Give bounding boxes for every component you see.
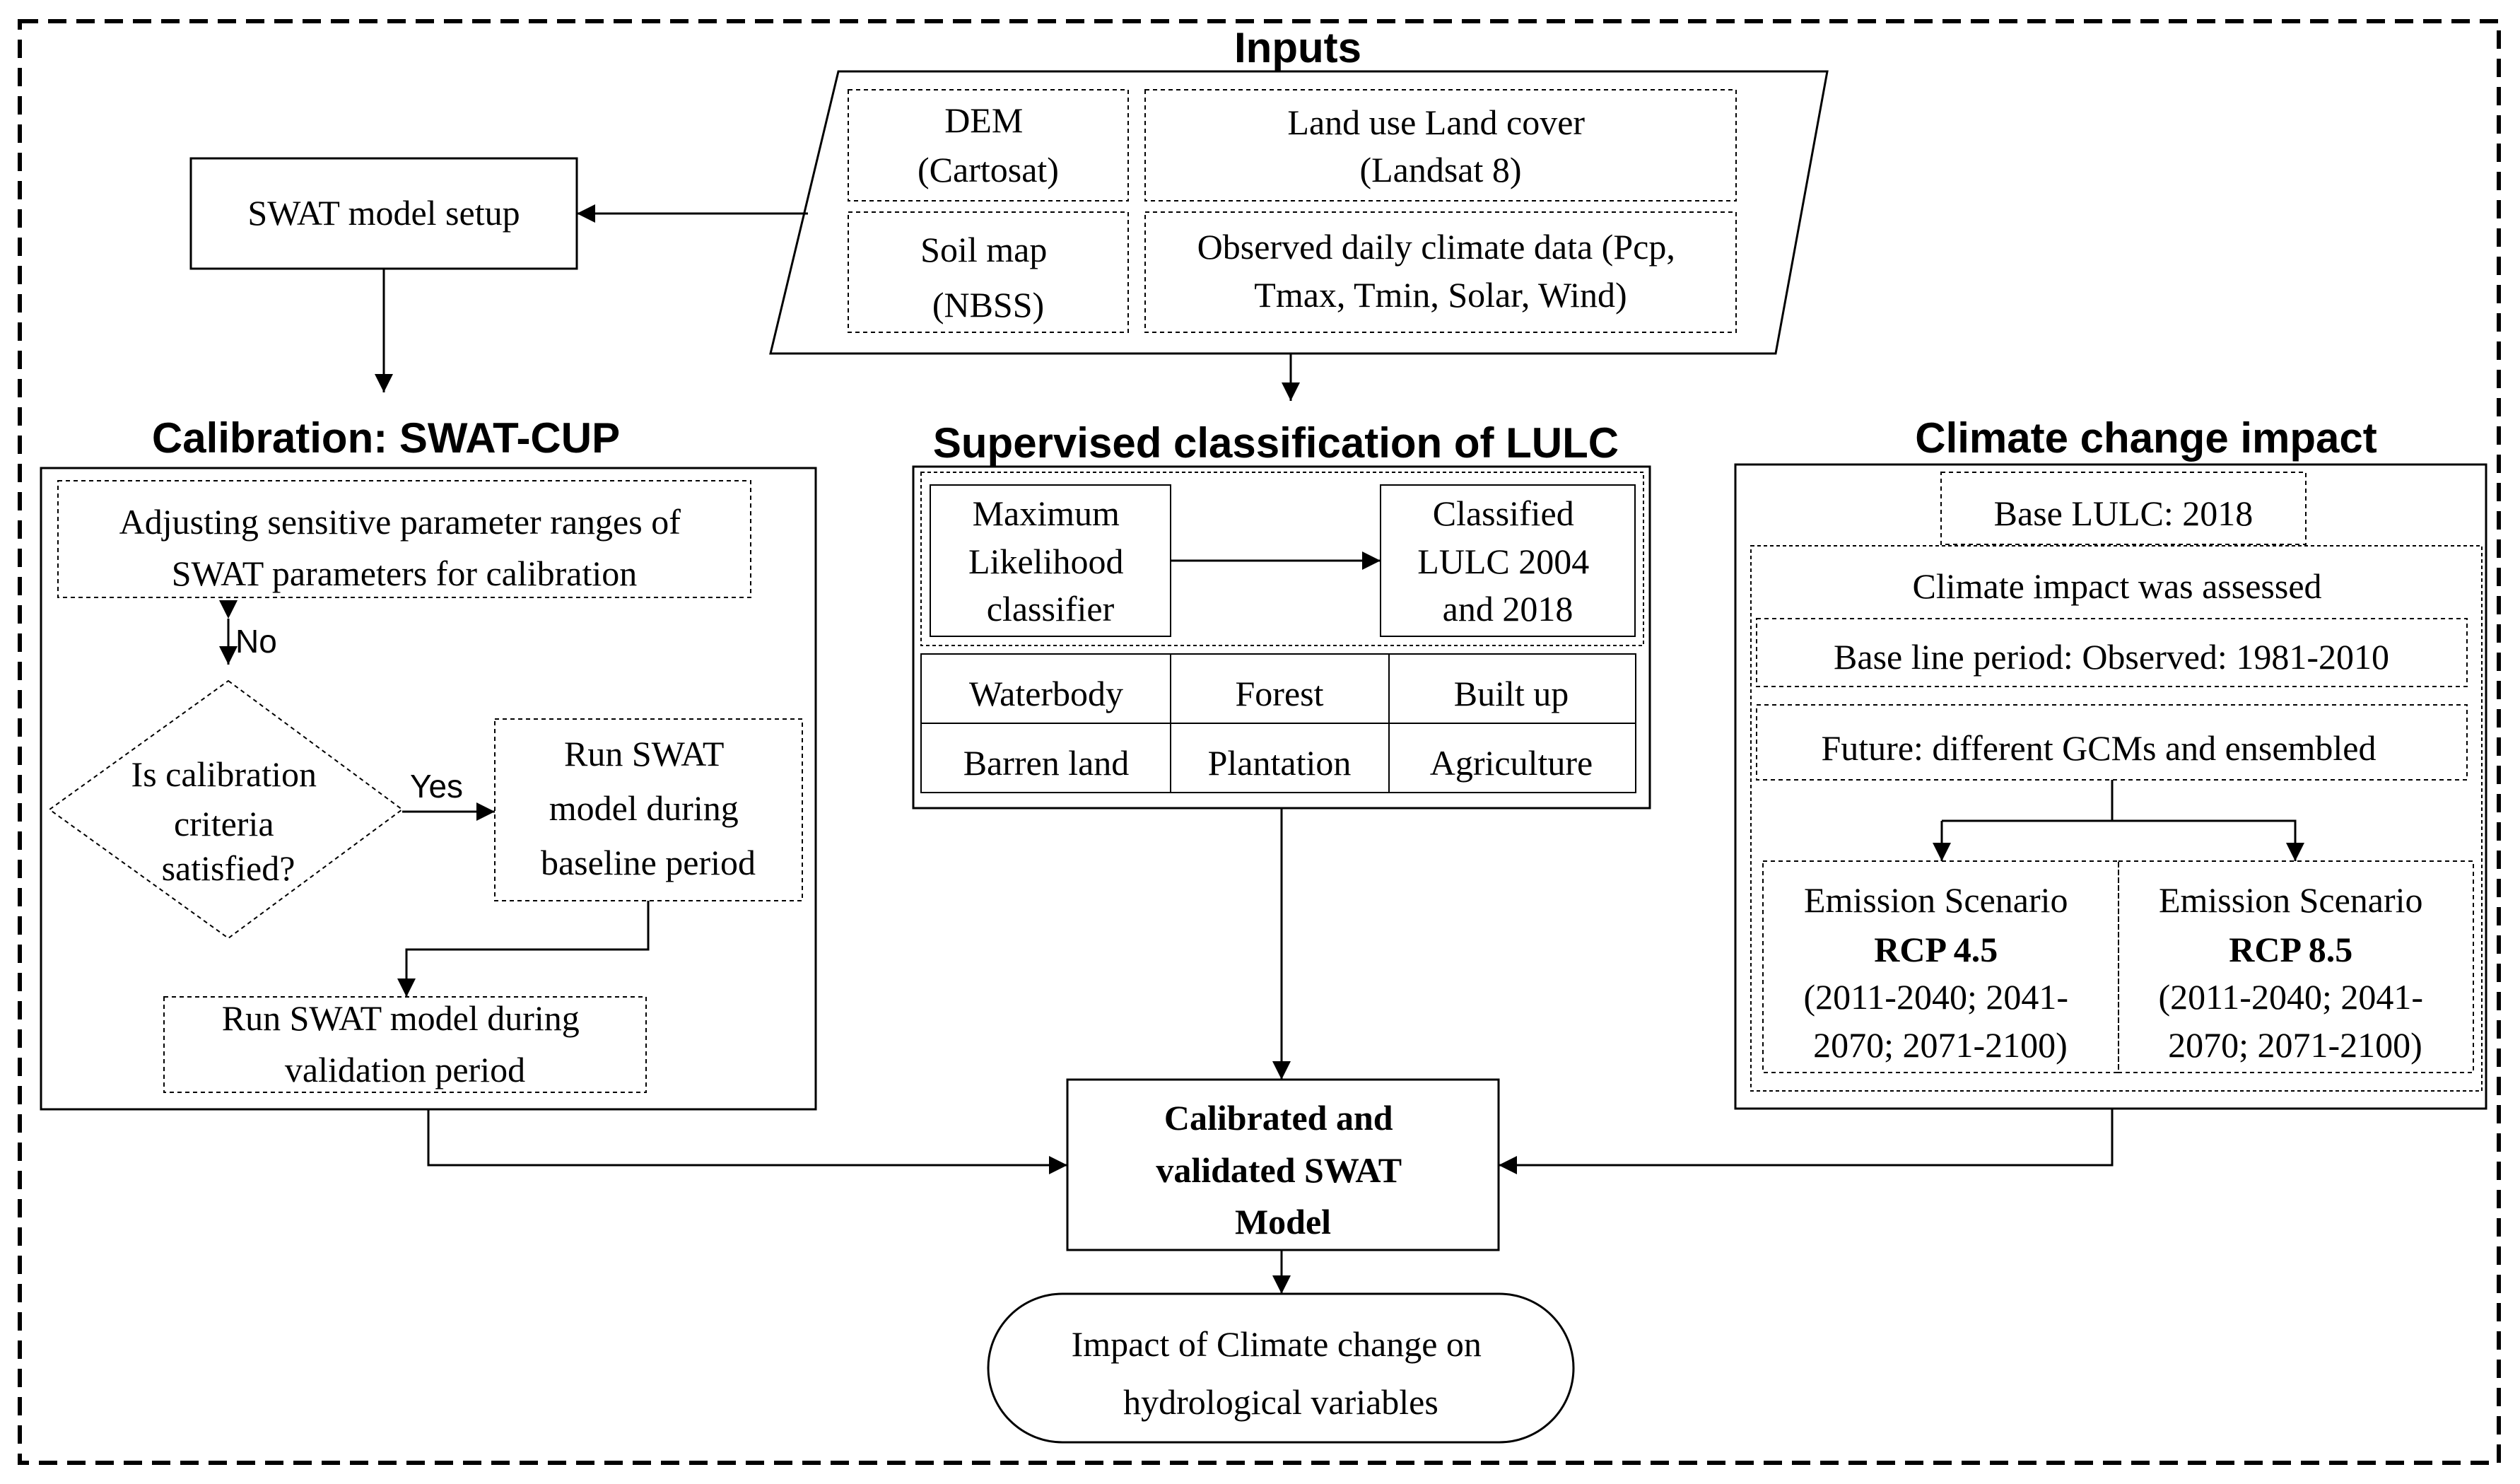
run-validation-box: [163, 996, 647, 1093]
arrow-climate-to-model: [1499, 1109, 2114, 1174]
input-dem-box: [848, 89, 1129, 201]
run-baseline-box: [494, 718, 803, 901]
future-branch-line: [1942, 780, 2114, 822]
class-barren-land: Barren land: [963, 743, 1130, 783]
run-validation-label: Run SWAT model during validation period: [222, 998, 589, 1089]
scenario-rcp85-label: Emission Scenario RCP 8.5 (2011-2040; 20…: [2159, 880, 2432, 1065]
arrow-future-to-rcp85: [2112, 819, 2304, 861]
inputs-parallelogram: [769, 70, 1829, 355]
assessed-panel: [1750, 545, 2483, 1092]
future-label: Future: different GCMs and ensembled: [1821, 728, 2376, 768]
swat-setup-label: SWAT model setup: [247, 193, 520, 233]
climate-title: Climate change impact: [1915, 414, 2377, 462]
future-box: [1756, 704, 2468, 781]
base-lulc-box: [1940, 472, 2307, 545]
calibrated-model-label: Calibrated and validated SWAT Model: [1156, 1098, 1410, 1241]
swat-setup-box: [189, 157, 578, 270]
input-soil-label: Soil map (NBSS): [920, 230, 1056, 325]
class-built-up: Built up: [1454, 674, 1569, 713]
input-climate-box: [1144, 211, 1737, 333]
yes-label: Yes: [410, 768, 463, 805]
assessed-label: Climate impact was assessed: [1912, 566, 2321, 606]
calibrated-model-box: [1066, 1078, 1500, 1251]
inputs-title: Inputs: [1234, 24, 1361, 71]
run-baseline-label: Run SWAT model during baseline period: [541, 734, 756, 882]
classifier-label: Maximum Likelihood classifier: [968, 493, 1132, 629]
no-label: No: [235, 623, 277, 660]
input-lulc-box: [1144, 89, 1737, 201]
class-plantation: Plantation: [1208, 743, 1352, 783]
adjust-parameters-label: Adjusting sensitive parameter ranges of …: [119, 502, 690, 593]
classification-inner-frame: [920, 472, 1644, 646]
base-lulc-label: Base LULC: 2018: [1994, 493, 2254, 533]
impact-terminal: [987, 1292, 1575, 1444]
classification-title: Supervised classification of LULC: [933, 419, 1619, 467]
baseline-period-label: Base line period: Observed: 1981-2010: [1834, 637, 2389, 677]
classified-label: Classified LULC 2004 and 2018: [1417, 493, 1598, 629]
adjust-parameters-box: [57, 480, 751, 598]
decision-label: Is calibration criteria satisfied?: [131, 754, 326, 888]
arrow-baseline-to-validation: [397, 901, 650, 997]
calibration-decision-diamond: [48, 679, 404, 940]
scenario-rcp85-box: [2118, 860, 2474, 1073]
calibration-title: Calibration: SWAT-CUP: [152, 414, 620, 462]
input-lulc-label: Land use Land cover (Landsat 8): [1287, 103, 1593, 189]
impact-label: Impact of Climate change on hydrological…: [1072, 1324, 1491, 1422]
arrow-calibration-to-model: [427, 1109, 1067, 1174]
input-climate-label: Observed daily climate data (Pcp, Tmax, …: [1197, 227, 1684, 315]
climate-panel: [1734, 463, 2487, 1110]
input-dem-label: DEM (Cartosat): [918, 100, 1059, 189]
class-waterbody: Waterbody: [969, 674, 1123, 713]
class-forest: Forest: [1236, 674, 1324, 713]
outer-frame: [18, 19, 2501, 1465]
input-soil-box: [848, 211, 1129, 333]
scenario-rcp45-label: Emission Scenario RCP 4.5 (2011-2040; 20…: [1804, 880, 2077, 1065]
classified-box: [1380, 484, 1636, 637]
class-agriculture: Agriculture: [1430, 743, 1593, 783]
